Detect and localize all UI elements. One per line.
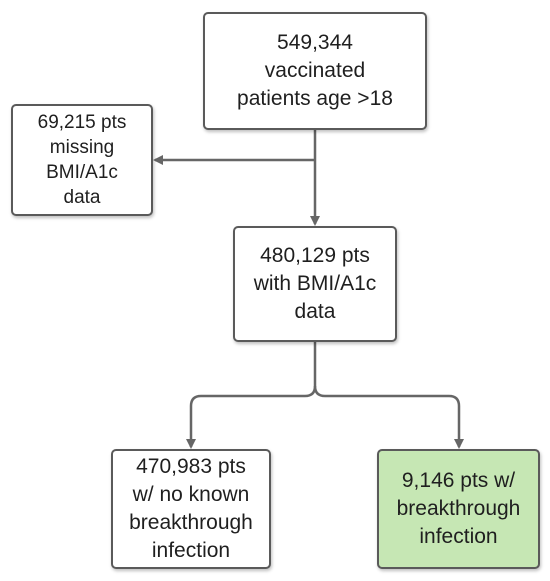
box-text-line: infection — [419, 525, 498, 548]
vaccinated-patients-box: 549,344 vaccinated patients age >18 — [203, 12, 427, 130]
breakthrough-infection-box: 9,146 pts w/ breakthrough infection — [377, 449, 540, 569]
box-text-line: 480,129 pts — [260, 244, 370, 267]
box-text-line: 470,983 pts — [136, 455, 246, 478]
missing-data-box: 69,215 pts missing BMI/A1c data — [11, 104, 153, 216]
box-text-line: patients age >18 — [237, 87, 393, 110]
box-text-line: infection — [151, 539, 231, 562]
box-text-line: breakthrough — [129, 511, 253, 534]
box-text-line: 69,215 pts — [37, 112, 127, 133]
box-text-line: missing — [49, 137, 115, 158]
box-text-line: w/ no known — [132, 483, 250, 506]
box-text-line: with BMI/A1c — [253, 272, 377, 295]
connector-split — [186, 342, 317, 449]
box-text-line: data — [294, 300, 336, 323]
with-data-box: 480,129 pts with BMI/A1c data — [233, 226, 397, 342]
box-text-line: vaccinated — [264, 59, 366, 82]
box-text-line: data — [63, 187, 101, 208]
box-text-line: 549,344 — [277, 31, 353, 54]
no-breakthrough-box: 470,983 pts w/ no known breakthrough inf… — [111, 449, 271, 569]
box-text-line: breakthrough — [396, 497, 521, 520]
box-text-line: BMI/A1c — [46, 162, 118, 183]
box-text-line: 9,146 pts w/ — [401, 469, 516, 492]
connector-split-right — [313, 385, 464, 449]
